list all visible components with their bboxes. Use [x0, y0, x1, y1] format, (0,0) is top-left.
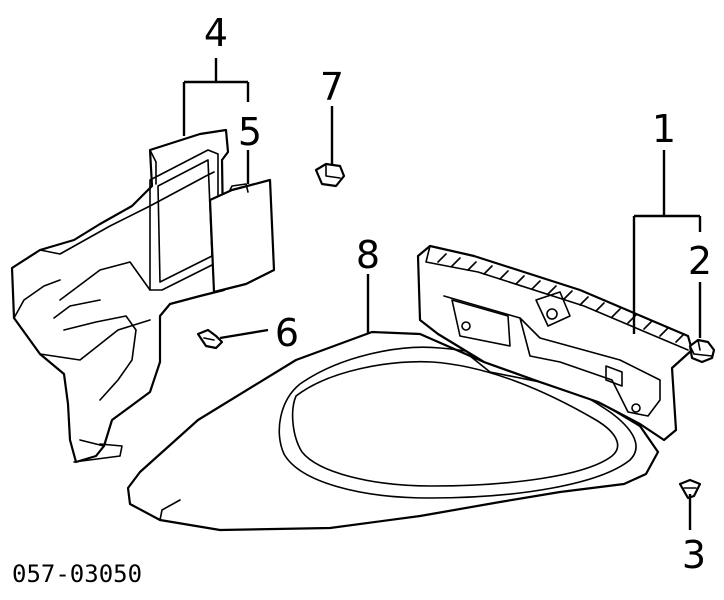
clip-3	[678, 478, 702, 500]
access-cover	[208, 178, 276, 294]
callout-6: 6	[275, 311, 299, 355]
leader-1	[632, 150, 702, 334]
callout-8: 8	[356, 233, 380, 277]
leader-4	[182, 58, 250, 136]
callout-2: 2	[688, 239, 712, 283]
diagram-number: 057-03050	[12, 560, 142, 588]
side-trunk-finisher	[10, 128, 230, 464]
callout-3: 3	[682, 533, 706, 577]
callout-4: 4	[204, 11, 228, 55]
callout-7: 7	[320, 65, 344, 109]
clip-2	[688, 338, 716, 364]
fastener-6	[196, 328, 224, 350]
clip-7	[314, 162, 346, 188]
callout-5: 5	[238, 110, 262, 154]
trunk-floor-mat	[126, 330, 660, 532]
rear-trunk-finisher	[416, 244, 694, 442]
leader-6	[219, 328, 269, 340]
callout-1: 1	[652, 107, 676, 151]
